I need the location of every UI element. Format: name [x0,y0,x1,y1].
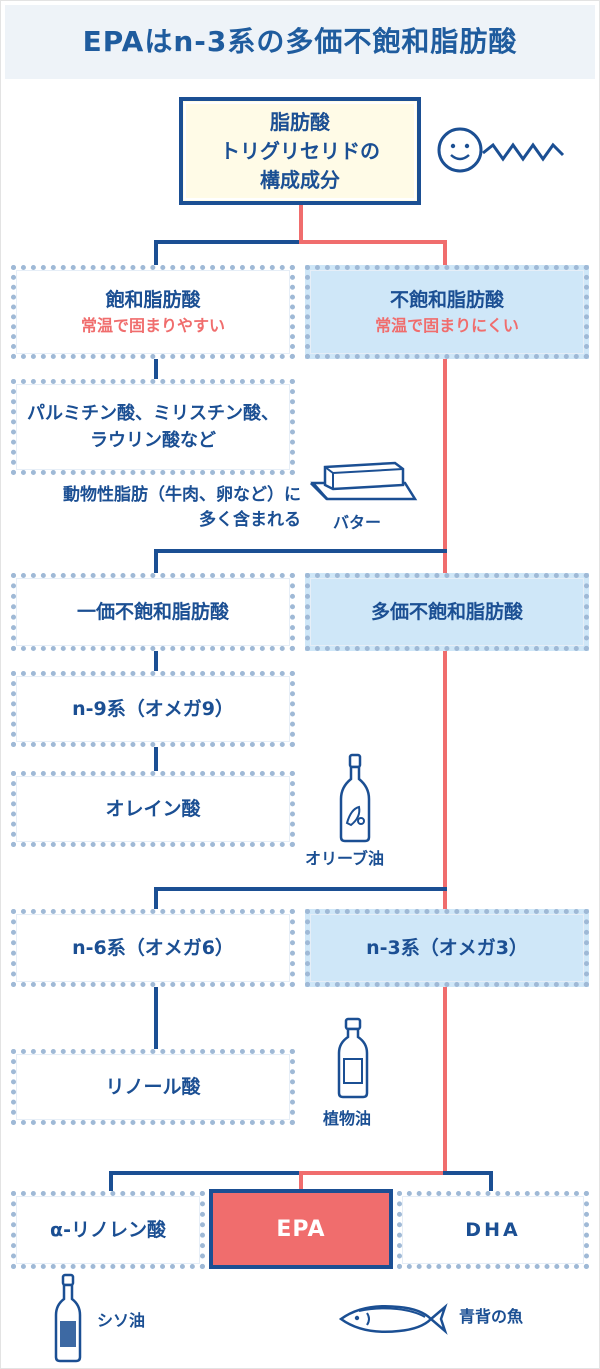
diagram-title: EPAはn-3系の多価不飽和脂肪酸 [82,25,518,58]
red-main-3 [443,985,447,1175]
alpha-name: α-リノレン酸 [50,1218,166,1241]
fatty-acid-box: 脂肪酸 トリグリセリドの 構成成分 [179,97,421,205]
navy-drop-2 [154,359,158,381]
butter-icon [309,461,418,501]
epa-box: EPA [209,1189,393,1269]
navy-drop-8 [109,1171,113,1191]
dha-box: DHA [397,1191,589,1269]
navy-branch-2 [154,549,447,553]
n9-box: n-9系（オメガ9） [11,671,295,747]
navy-drop-6 [154,887,158,911]
navy-drop-7 [154,985,158,1051]
fish-icon [338,1303,448,1335]
navy-branch-3 [154,887,447,891]
sources-line2: 多く含まれる [199,509,301,530]
fatty-acid-line3: 構成成分 [260,167,340,192]
navy-branch-4 [109,1171,303,1175]
fish-label: 青背の魚 [459,1307,524,1326]
saturated-name: 飽和脂肪酸 [105,288,201,311]
red-main-1 [443,359,447,577]
olive-oil-bottle-icon [339,753,371,843]
vegetable-oil-label: 植物油 [323,1109,372,1128]
navy-branch-4b [443,1171,493,1175]
n6-box: n-6系（オメガ6） [11,909,295,987]
fatty-acid-line1: 脂肪酸 [270,109,330,134]
navy-drop-4 [154,649,158,673]
unsaturated-note: 常温で固まりにくい [375,316,519,336]
saturated-note: 常温で固まりやすい [80,316,225,336]
n6-name: n-6系（オメガ6） [72,936,234,959]
red-branch-1 [299,240,447,244]
butter-label: バター [333,513,382,532]
n9-name: n-9系（オメガ9） [72,697,234,720]
fatty-acid-line2: トリグリセリドの [220,138,380,163]
title-bar: EPAはn-3系の多価不飽和脂肪酸 [5,5,595,79]
navy-drop-9 [489,1171,493,1191]
oleic-name: オレイン酸 [105,797,201,820]
red-line-top [299,204,303,244]
perilla-oil-label: シソ油 [97,1311,146,1330]
red-main-2 [443,651,447,911]
vegetable-oil-bottle-icon [337,1017,369,1099]
mono-name: 一価不飽和脂肪酸 [76,600,229,623]
perilla-oil-bottle-icon [54,1273,82,1363]
olive-oil-label: オリーブ油 [305,849,385,868]
saturated-sources-text: 動物性脂肪（牛肉、卵など）に 多く含まれる [13,483,301,532]
red-branch-4 [299,1171,447,1175]
examples-line2: ラウリン酸など [90,430,216,451]
poly-name: 多価不飽和脂肪酸 [370,600,523,623]
navy-drop-5 [154,745,158,771]
oleic-acid-box: オレイン酸 [11,771,295,847]
examples-line1: パルミチン酸、ミリスチン酸、 [27,403,279,424]
linoleic-acid-box: リノール酸 [11,1049,295,1125]
navy-drop-1 [154,240,158,266]
unsaturated-name: 不飽和脂肪酸 [389,288,504,311]
dha-name: DHA [465,1218,521,1241]
red-drop-1 [443,240,447,266]
saturated-examples-box: パルミチン酸、ミリスチン酸、 ラウリン酸など [11,379,295,475]
epa-name: EPA [276,1216,326,1242]
n3-box: n-3系（オメガ3） [305,909,589,987]
navy-drop-3 [154,549,158,573]
saturated-fatty-acid-box: 飽和脂肪酸 常温で固まりやすい [11,265,295,359]
unsaturated-fatty-acid-box: 不飽和脂肪酸 常温で固まりにくい [305,265,589,359]
alpha-linolenic-box: α-リノレン酸 [11,1191,205,1269]
polyunsaturated-box: 多価不飽和脂肪酸 [305,573,589,651]
navy-branch-1 [154,240,303,244]
monounsaturated-box: 一価不飽和脂肪酸 [11,573,295,651]
n3-name: n-3系（オメガ3） [366,936,528,959]
red-drop-epa [299,1171,303,1191]
smiley-wave-icon [437,127,565,173]
sources-line1: 動物性脂肪（牛肉、卵など）に [63,485,301,505]
linoleic-name: リノール酸 [105,1075,201,1098]
